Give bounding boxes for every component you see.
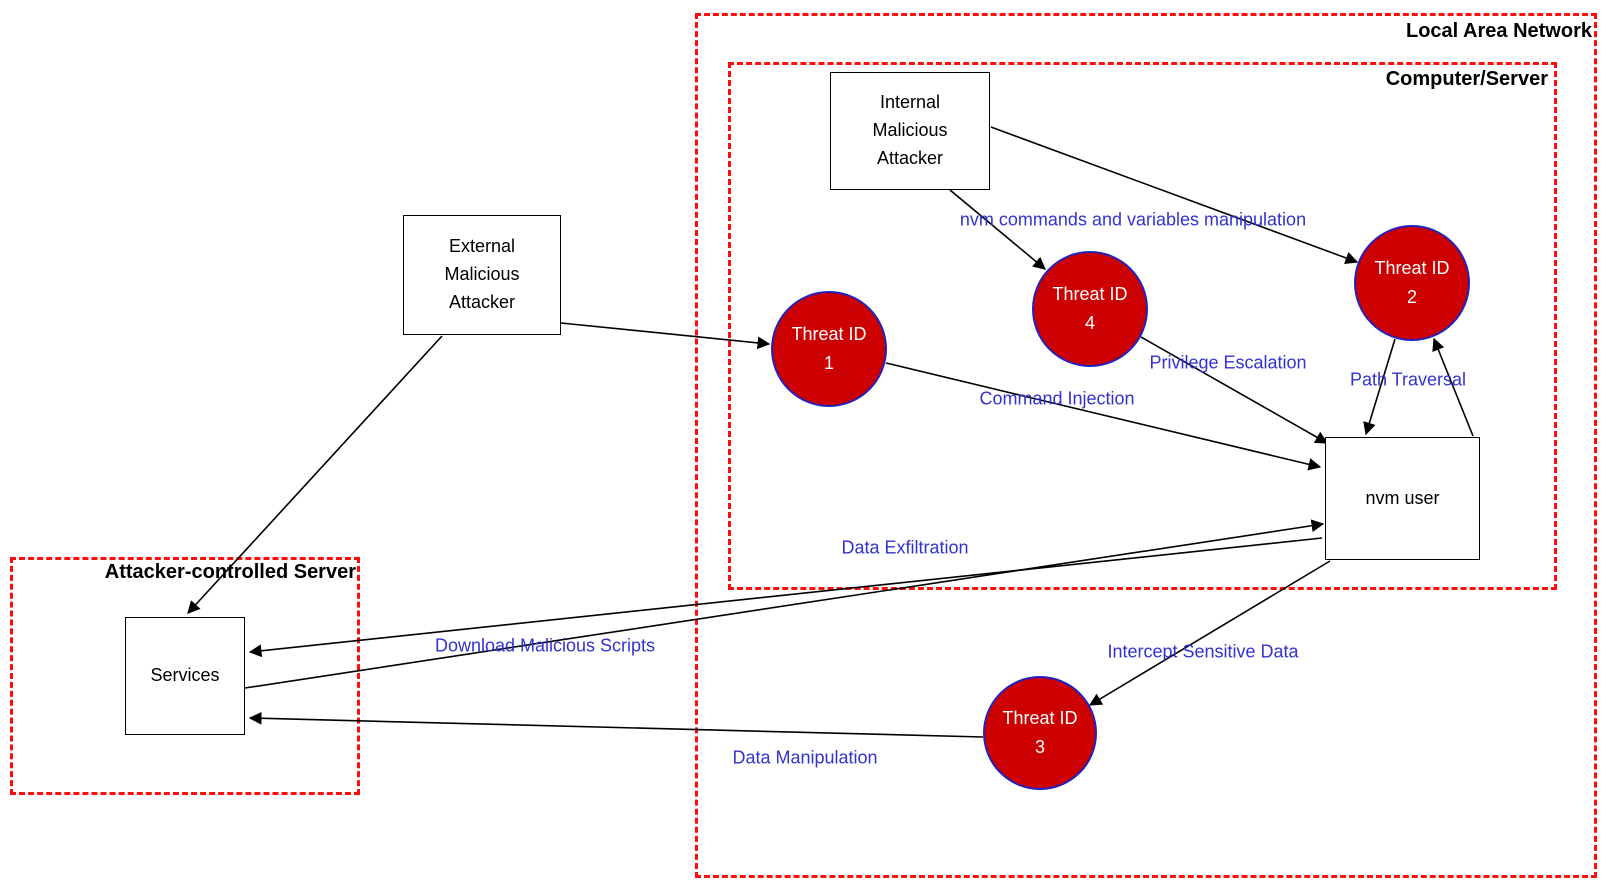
- edge-threat-4-to-nvm-user-privilege-escalation: [1140, 336, 1329, 444]
- edge-internal-attacker-to-threat-4: [949, 189, 1046, 270]
- node-external-malicious-attacker: External Malicious Attacker: [403, 215, 561, 335]
- edge-nvm-user-to-threat-2-path-traversal: [1432, 337, 1474, 437]
- edge-label-privilege-escalation: Privilege Escalation: [1149, 352, 1307, 373]
- threat-circle-1: Threat ID 1: [771, 291, 887, 407]
- edge-label-data-exfiltration: Data Exfiltration: [841, 537, 969, 558]
- threat-2-number: 2: [1406, 287, 1417, 307]
- edge-threat-2-to-nvm-user: [1363, 338, 1396, 436]
- threat-1-title: Threat ID: [791, 324, 867, 345]
- edge-nvm-user-to-services-data-exfiltration: [248, 537, 1323, 658]
- node-services: Services: [125, 617, 245, 735]
- edge-external-attacker-to-threat-1: [560, 322, 771, 350]
- node-services-label: Services: [150, 665, 220, 686]
- node-external-malicious-attacker-line2: Malicious: [444, 264, 520, 285]
- edge-label-command-injection: Command Injection: [979, 388, 1135, 409]
- edge-label-intercept-sensitive-data: Intercept Sensitive Data: [1107, 641, 1299, 662]
- boundary-label-computer-server: Computer/Server: [1385, 68, 1548, 90]
- edge-external-attacker-to-services: [187, 335, 443, 614]
- threat-2-title: Threat ID: [1374, 258, 1450, 279]
- threat-4-title: Threat ID: [1052, 284, 1128, 305]
- threat-circle-3: Threat ID 3: [983, 676, 1097, 790]
- node-nvm-user: nvm user: [1325, 437, 1480, 560]
- node-internal-malicious-attacker: Internal Malicious Attacker: [830, 72, 990, 190]
- edge-label-download-malicious-scripts: Download Malicious Scripts: [434, 635, 656, 656]
- boundary-local-area-network: [695, 13, 1597, 878]
- node-internal-malicious-attacker-line2: Malicious: [872, 120, 948, 141]
- edge-nvm-user-to-threat-3-intercept-sensitive-data: [1088, 560, 1331, 706]
- threat-3-title: Threat ID: [1002, 708, 1078, 729]
- boundary-label-local-area-network: Local Area Network: [1406, 20, 1592, 42]
- node-internal-malicious-attacker-line1: Internal: [879, 92, 941, 113]
- node-external-malicious-attacker-line1: External: [448, 236, 516, 257]
- edge-threat-1-to-nvm-user-command-injection: [885, 362, 1322, 471]
- edge-services-to-nvm-user-download-malicious-scripts: [244, 519, 1325, 689]
- edge-internal-attacker-to-threat-2: [990, 126, 1359, 265]
- node-internal-malicious-attacker-line3: Attacker: [876, 147, 944, 168]
- edge-label-path-traversal: Path Traversal: [1349, 369, 1467, 390]
- boundary-attacker-controlled-server: [10, 557, 360, 795]
- edge-threat-3-to-services-data-manipulation: [248, 711, 984, 738]
- threat-3-number: 3: [1034, 737, 1045, 757]
- threat-1-number: 1: [823, 353, 834, 373]
- threat-4-number: 4: [1084, 313, 1095, 333]
- edge-label-nvm-commands-manipulation: nvm commands and variables manipulation: [959, 209, 1307, 230]
- boundary-label-attacker-controlled-server: Attacker-controlled Server: [104, 561, 356, 583]
- edge-label-data-manipulation: Data Manipulation: [732, 747, 878, 768]
- node-external-malicious-attacker-line3: Attacker: [448, 291, 516, 312]
- threat-circle-2: Threat ID 2: [1354, 225, 1470, 341]
- node-nvm-user-label: nvm user: [1365, 487, 1440, 508]
- threat-circle-4: Threat ID 4: [1032, 251, 1148, 367]
- boundary-computer-server: [728, 62, 1557, 590]
